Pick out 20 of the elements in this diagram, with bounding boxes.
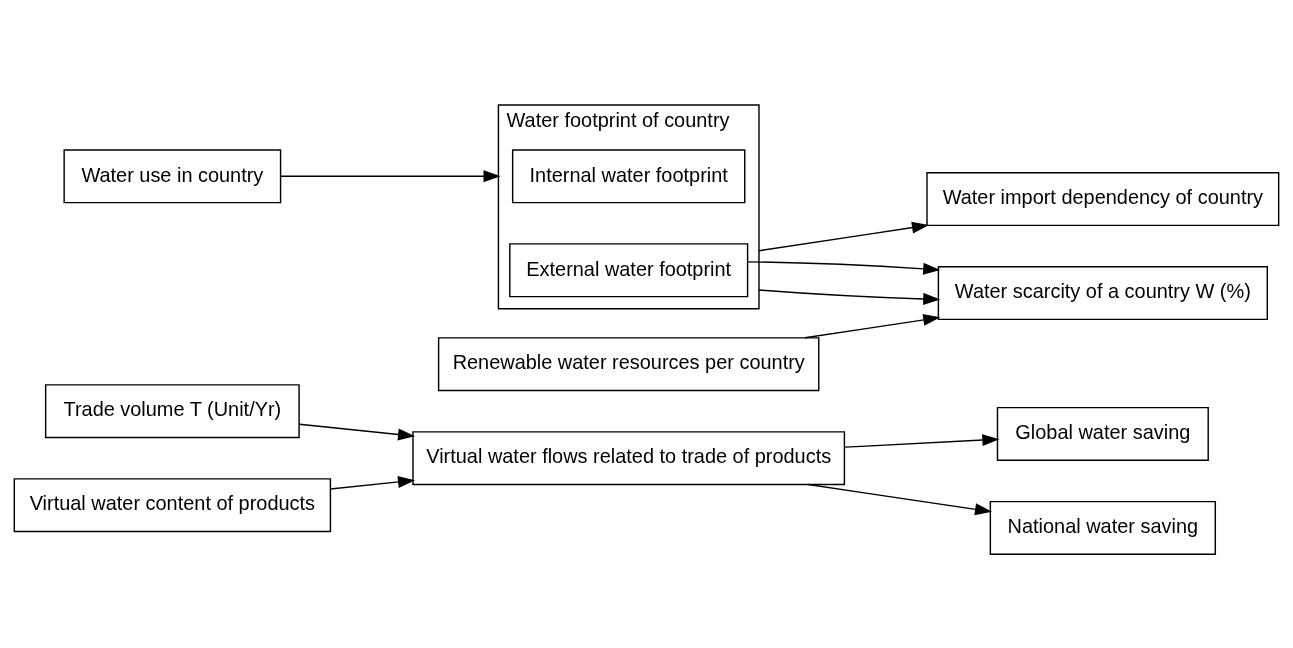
node-box: Virtual water flows related to trade of products — [412, 431, 846, 486]
arrow — [758, 289, 941, 305]
arrow — [844, 434, 1000, 448]
node-box: Water use in country — [63, 149, 282, 204]
node-box: Water import dependency of country — [926, 172, 1280, 227]
node-box: Virtual water content of products — [13, 478, 332, 533]
node-box: Water scarcity of a country W (%) — [937, 266, 1268, 321]
node-box: Internal water footprint — [511, 149, 746, 204]
node-box: Global water saving — [996, 406, 1209, 462]
arrow — [804, 314, 941, 339]
node-box: National water saving — [989, 500, 1217, 555]
node-box: Renewable water resources per country — [437, 337, 820, 392]
arrow — [329, 476, 416, 490]
node-box: Trade volume T (Unit/Yr) — [44, 384, 300, 439]
arrow — [807, 483, 993, 516]
arrow — [758, 221, 930, 252]
arrow — [747, 261, 941, 275]
arrow — [298, 423, 416, 441]
node-box: External water footprint — [509, 243, 749, 298]
arrow — [280, 170, 501, 183]
